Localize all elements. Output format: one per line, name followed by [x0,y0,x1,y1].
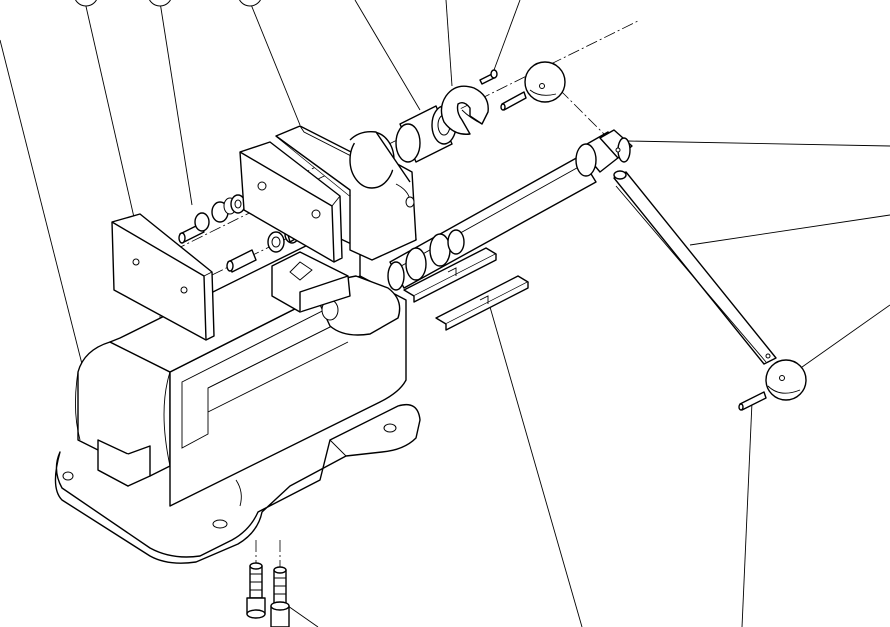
mounting-bolt-left [246,562,266,619]
leader-bolt [287,605,319,627]
jaw-plate-right [239,141,343,263]
balloon-1 [75,0,97,7]
leader-bushing [354,0,421,111]
jaw-plate-left [111,213,215,341]
movable-jaw [271,125,417,313]
mounting-bolt-right [270,566,290,627]
vise-body [54,233,421,564]
ball-knob-bottom [765,359,807,401]
small-screw [479,69,498,85]
leader-jaw-plate-left [84,1,139,236]
lead-screw [387,129,633,291]
leader-jaw-screw [159,1,193,206]
spring-pin [500,91,527,111]
gib-strips [403,247,529,331]
handle-bar [613,170,777,365]
callout-balloons [75,0,261,7]
leader-small-screw [493,0,521,71]
handle-pin [738,391,767,411]
leader-handle [689,214,890,246]
leader-gib [487,299,583,627]
ball-knob-top [524,61,566,103]
leader-handle-pin [741,401,753,627]
leader-vise-body [0,39,85,373]
balloon-3 [239,0,261,7]
leader-ball-bottom [794,304,890,373]
leader-movable-jaw [249,1,301,126]
leader-lead-screw [627,140,890,147]
mounting-bolts [246,562,290,627]
jaw-screw-left [178,194,246,244]
retaining-washer [440,85,489,135]
balloon-2 [149,0,171,7]
leader-washer [445,0,453,87]
